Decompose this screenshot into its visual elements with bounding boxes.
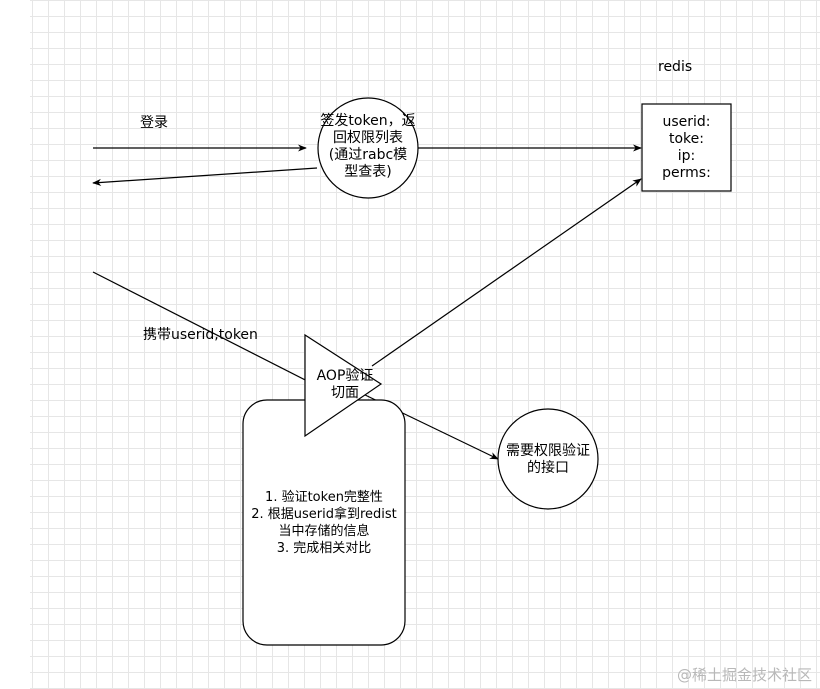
interface-line-1: 需要权限验证	[506, 443, 590, 459]
issue-token-circle	[317, 97, 419, 199]
edge-issue-to-client	[92, 167, 318, 187]
watermark-text: @稀土掘金技术社区	[676, 666, 812, 684]
interface-text: 需要权限验证 的接口	[488, 443, 608, 477]
carry-label: 携带userid,token	[143, 327, 258, 343]
issue-line-2: 回权限列表	[333, 130, 403, 146]
aop-triangle	[304, 333, 383, 438]
redis-field-toke: toke:	[669, 131, 704, 147]
steps-text: 1. 验证token完整性 2. 根据userid拿到redist 当中存储的信…	[234, 489, 414, 557]
edge-client-to-aop	[92, 271, 322, 389]
step-3: 3. 完成相关对比	[276, 541, 372, 556]
canvas-margin	[0, 0, 30, 689]
aop-text: AOP验证 切面	[300, 368, 390, 402]
redis-fields: userid: toke: ip: perms:	[642, 114, 731, 182]
interface-circle	[497, 408, 599, 510]
issue-token-text: 签发token，返 回权限列表 (通过rabc模 型查表)	[303, 113, 433, 181]
redis-label: redis	[658, 59, 693, 75]
edge-aop-to-redis	[371, 178, 642, 367]
login-label: 登录	[140, 115, 168, 131]
step-1: 1. 验证token完整性	[265, 490, 383, 505]
step-2-cont: 当中存储的信息	[278, 524, 370, 539]
issue-line-3: (通过rabc模	[328, 147, 408, 163]
aop-line-1: AOP验证	[316, 368, 374, 384]
redis-field-ip: ip:	[677, 148, 696, 164]
issue-line-1: 签发token，返	[320, 113, 416, 129]
issue-line-4: 型查表)	[344, 164, 392, 180]
aop-line-2: 切面	[331, 385, 359, 401]
step-2: 2. 根据userid拿到redist	[251, 507, 397, 522]
redis-field-userid: userid:	[662, 114, 711, 130]
redis-box	[641, 103, 732, 192]
interface-line-2: 的接口	[527, 460, 569, 476]
redis-field-perms: perms:	[662, 165, 711, 181]
